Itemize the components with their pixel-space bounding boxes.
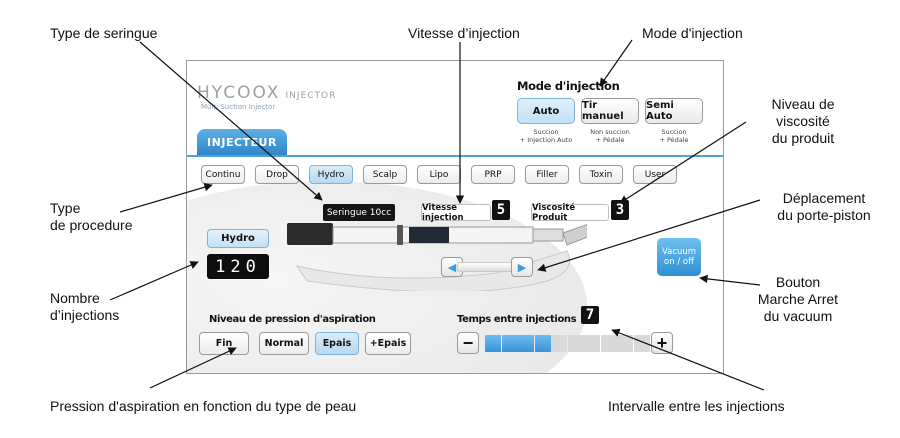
interval-segment [501,335,518,352]
speed-value[interactable]: 5 [492,200,510,220]
interval-segment [551,335,567,352]
mode-auto-button[interactable]: Auto [517,98,575,124]
mode-title: Mode d'injection [517,79,620,93]
interval-segment [584,335,600,352]
procedure-user-button[interactable]: User [633,165,677,184]
procedure-scalp-button[interactable]: Scalp [363,165,407,184]
current-procedure-label: Hydro [207,229,269,248]
mode-tir-manuel-description: Non succion+ Pédale [590,128,630,144]
viscosity-value[interactable]: 3 [611,200,629,220]
annotation-type-procedure: Type de procedure [50,200,133,233]
annotation-deplacement: Déplacement du porte-piston [777,190,871,223]
mode-auto-description: Succion+ Injection Auto [519,128,573,144]
interval-value: 7 [581,306,599,324]
procedure-lipo-button[interactable]: Lipo [417,165,461,184]
aspiration-epais-button[interactable]: Epais [315,332,359,355]
annotation-nombre-injections: Nombre d’injections [50,290,120,323]
interval-segment [600,335,617,352]
logo: HYCOOX INJECTOR Multi Suction Injector [197,83,337,111]
procedure-continu-button[interactable]: Continu [201,165,245,184]
mode-semi-auto-button[interactable]: Semi Auto [645,98,703,124]
interval-segment [534,335,551,352]
annotation-niveau-viscosite: Niveau de viscosité du produit [771,96,835,146]
annotation-mode-injection: Mode d'injection [642,25,743,41]
procedure-filler-button[interactable]: Filler [525,165,569,184]
interval-plus-button[interactable]: + [651,332,673,354]
aspiration-fin-button[interactable]: Fin [199,332,249,355]
right-triangle-icon: ▶ [517,261,527,274]
annotation-vitesse-injection: Vitesse d’injection [408,25,520,41]
procedure-hydro-button[interactable]: Hydro [309,165,353,184]
annotation-type-seringue: Type de seringue [50,25,158,41]
mode-semi-auto-description: Succion+ Pédale [659,128,689,144]
interval-title: Temps entre injections [457,314,577,325]
arrow-nombre [109,261,199,301]
annotation-intervalle: Intervalle entre les injections [608,398,785,414]
annotation-bouton-vacuum: Bouton Marche Arret du vacuum [757,274,839,324]
procedure-prp-button[interactable]: PRP [471,165,515,184]
mode-tir-manuel-button[interactable]: Tir manuel [581,98,639,124]
procedure-toxin-button[interactable]: Toxin [579,165,623,184]
tab-injecteur[interactable]: INJECTEUR [197,129,287,155]
left-triangle-icon: ◀ [447,261,457,274]
speed-label: Vitesse injection [421,203,491,223]
syringe-type-label: Seringue 10cc [323,204,395,221]
interval-segment [617,335,633,352]
plunger-position-track[interactable] [457,262,515,272]
tab-underline [187,155,723,157]
injection-counter: 120 [207,254,269,279]
interval-segment [633,335,650,352]
interval-segment [567,335,584,352]
interval-segment [518,335,534,352]
syringe-illustration [287,223,587,291]
viscosity-label: Viscosité Produit [531,203,609,223]
interval-minus-button[interactable]: − [457,332,479,354]
procedure-drop-button[interactable]: Drop [255,165,299,184]
injector-screen: HYCOOX INJECTOR Multi Suction Injector M… [186,60,724,374]
aspiration-plus-epais-button[interactable]: +Epais [365,332,411,355]
plunger-right-button[interactable]: ▶ [511,257,533,277]
interval-segment [485,335,501,352]
annotation-pression-aspiration: Pression d'aspiration en fonction du typ… [50,398,357,414]
aspiration-title: Niveau de pression d'aspiration [209,314,376,325]
aspiration-normal-button[interactable]: Normal [259,332,309,355]
